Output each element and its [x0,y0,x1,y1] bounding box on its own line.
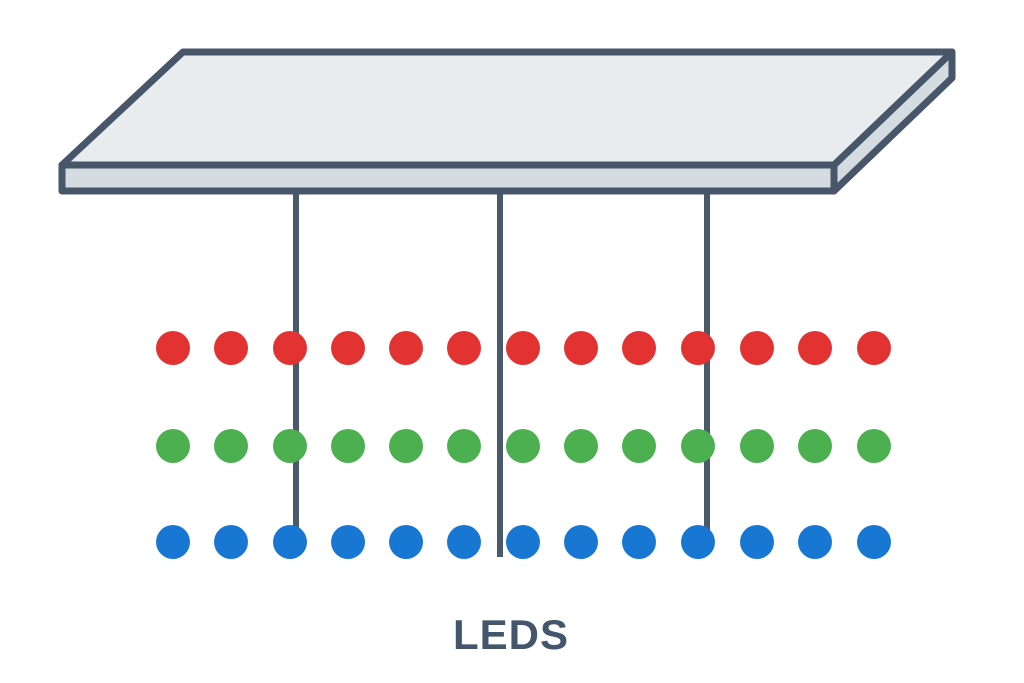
led-blue-6 [447,525,481,559]
led-blue-5 [389,525,423,559]
led-red-2 [214,331,248,365]
panel-top-face [58,48,956,169]
led-blue-3 [273,525,307,559]
led-blue-13 [857,525,891,559]
led-blue-12 [798,525,832,559]
led-green-7 [506,429,540,463]
led-green-10 [681,429,715,463]
led-green-5 [389,429,423,463]
led-green-4 [331,429,365,463]
led-red-4 [331,331,365,365]
led-blue-4 [331,525,365,559]
led-red-7 [506,331,540,365]
led-red-6 [447,331,481,365]
led-blue-8 [564,525,598,559]
led-red-12 [798,331,832,365]
led-green-13 [857,429,891,463]
panel-front-edge [58,161,838,195]
led-red-10 [681,331,715,365]
led-green-2 [214,429,248,463]
led-red-3 [273,331,307,365]
led-red-11 [740,331,774,365]
led-red-9 [622,331,656,365]
led-green-3 [273,429,307,463]
led-blue-7 [506,525,540,559]
led-red-1 [156,331,190,365]
led-red-13 [857,331,891,365]
led-blue-2 [214,525,248,559]
led-green-12 [798,429,832,463]
led-green-11 [740,429,774,463]
led-blue-1 [156,525,190,559]
diagram-title: LEDS [452,611,569,658]
led-green-6 [447,429,481,463]
led-green-9 [622,429,656,463]
led-red-5 [389,331,423,365]
led-blue-9 [622,525,656,559]
led-blue-11 [740,525,774,559]
led-red-8 [564,331,598,365]
led-green-8 [564,429,598,463]
led-green-1 [156,429,190,463]
led-blue-10 [681,525,715,559]
